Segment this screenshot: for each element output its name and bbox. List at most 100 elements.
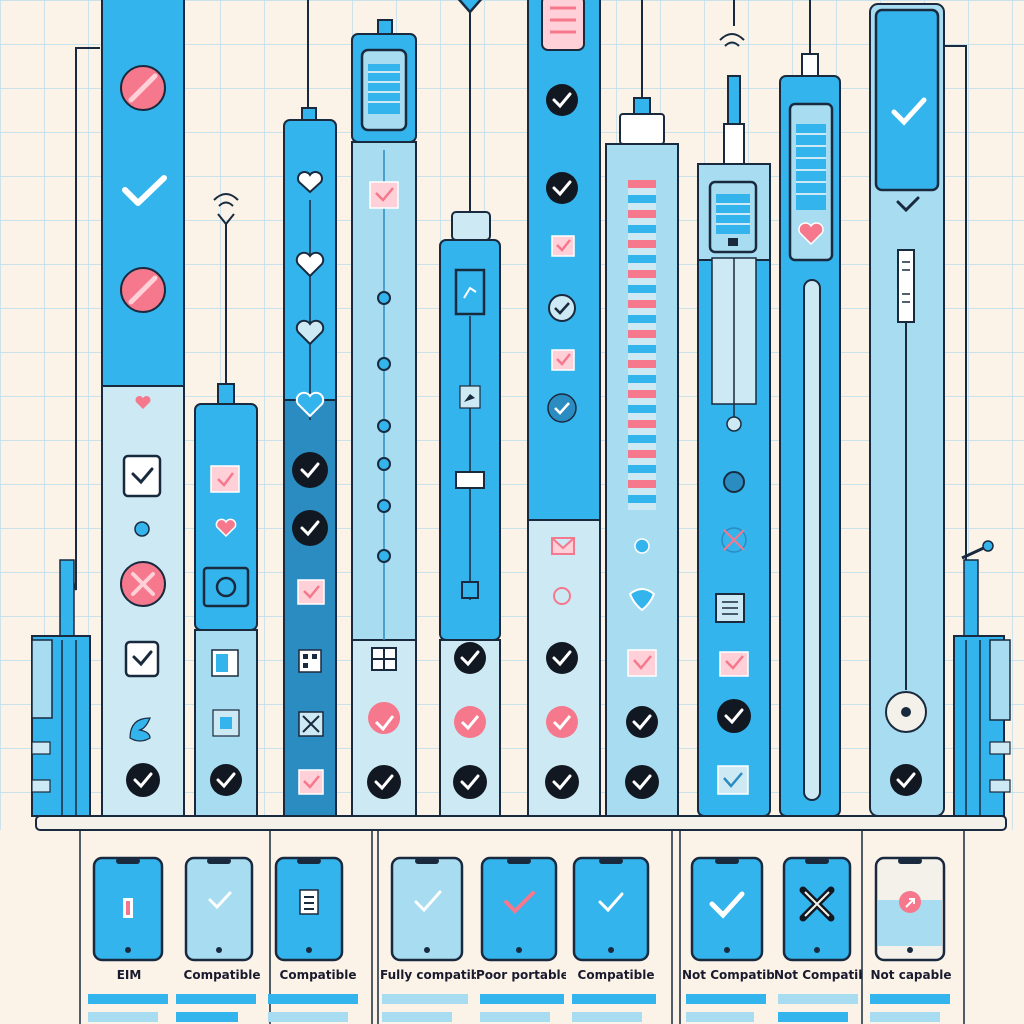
check-icon (122, 175, 167, 206)
shield-icon (628, 588, 656, 612)
checkbox-icon (124, 640, 160, 678)
check-icon (709, 891, 745, 919)
device-tower-3 (283, 0, 337, 817)
device-tower-2 (194, 193, 258, 817)
label-fully-compatible: Fully compatible (380, 968, 476, 982)
prohibited-icon (120, 65, 166, 111)
checkbox-icon (122, 454, 162, 498)
label-not-capable: Not capable (870, 968, 952, 982)
screen-icon (541, 0, 585, 51)
check-circle-icon (726, 416, 742, 432)
phone-6[interactable] (572, 856, 650, 962)
label-not-compatible-2: Not Compatible (774, 968, 862, 982)
check-icon (208, 891, 232, 910)
check-circle-icon (545, 765, 579, 799)
phone-5[interactable] (480, 856, 558, 962)
cross-circle-icon (120, 561, 166, 607)
wifi-icon (213, 193, 239, 207)
checkbox-icon (297, 579, 325, 605)
device-tower-4 (351, 19, 417, 817)
check-circle-icon (548, 294, 576, 322)
label-bars (88, 994, 950, 1022)
device-tower-7 (605, 0, 679, 817)
check-circle-icon (292, 510, 328, 546)
dot-icon (723, 471, 745, 493)
slot-icon (455, 471, 485, 489)
phone-3[interactable] (274, 856, 344, 962)
left-side-device (31, 559, 91, 817)
device-tower-5 (439, 0, 501, 817)
heart-icon (295, 391, 325, 418)
device-tower-1 (101, 0, 185, 817)
check-circle-icon (546, 172, 578, 204)
checkbox-icon (717, 765, 749, 795)
check-circle-icon (126, 763, 160, 797)
label-not-compatible-1: Not Compatible (682, 968, 774, 982)
heart-icon (295, 319, 325, 346)
wifi-icon (719, 33, 745, 47)
leaf-icon (129, 717, 151, 742)
heart-icon (546, 706, 578, 738)
check-circle-icon (454, 642, 486, 674)
check-circle-icon (453, 765, 487, 799)
phone-4[interactable] (390, 856, 464, 962)
checkbox-icon (210, 465, 240, 493)
shelf (35, 815, 1007, 831)
note-icon (634, 538, 650, 554)
bottom-panel (79, 830, 965, 1024)
check-icon (504, 891, 535, 914)
crossed-circle-icon (721, 527, 747, 553)
check-circle-icon (626, 706, 658, 738)
qr-icon (298, 649, 322, 673)
device-tower-8 (697, 0, 771, 817)
check-circle-icon (546, 84, 578, 116)
check-circle-icon (625, 765, 659, 799)
heart-icon (368, 702, 401, 734)
check-circle-icon (292, 452, 328, 488)
checkbox-icon (369, 181, 399, 209)
dot-icon (377, 357, 391, 371)
checkbox-icon (627, 649, 657, 677)
envelope-icon (551, 537, 575, 555)
label-compatible-1: Compatible (183, 968, 261, 982)
prohibited-icon (120, 267, 166, 313)
label-compatible-3: Compatible (577, 968, 655, 982)
square-icon (212, 709, 240, 737)
check-circle-icon (546, 642, 578, 674)
right-side-device (953, 540, 1011, 817)
heart-icon (295, 251, 325, 278)
check-circle-icon (547, 393, 577, 423)
screen-icon (454, 268, 486, 316)
label-eim: EIM (116, 968, 142, 982)
label-poor-portable: Poor portable (476, 968, 566, 982)
heart-icon (135, 395, 151, 409)
dot-icon (377, 499, 391, 513)
plug-icon (897, 249, 915, 323)
checkbox-icon (551, 235, 575, 257)
heart-icon (215, 518, 237, 538)
slider-track (803, 279, 821, 801)
phone-8[interactable] (782, 856, 852, 962)
check-icon (414, 890, 442, 913)
check-circle-icon (367, 765, 401, 799)
phone-1[interactable] (92, 856, 164, 962)
dot-icon (377, 457, 391, 471)
phone-7[interactable] (690, 856, 764, 962)
checkbox-icon (551, 349, 575, 371)
phone-9[interactable] (874, 856, 946, 962)
device-tower-9 (779, 0, 841, 817)
dot-icon (377, 549, 391, 563)
label-compatible-2: Compatible (279, 968, 357, 982)
heart-icon (798, 222, 824, 246)
device-tower-10 (869, 3, 945, 817)
check-circle-icon (890, 764, 922, 796)
heart-icon (296, 170, 324, 194)
check-icon (891, 97, 927, 126)
check-circle-icon (717, 699, 751, 733)
heart-icon (454, 706, 486, 738)
prohibited-icon (553, 587, 571, 605)
phone-2[interactable] (184, 856, 254, 962)
dot-icon (377, 419, 391, 433)
device-tower-6 (527, 0, 601, 817)
check-icon (598, 892, 624, 913)
